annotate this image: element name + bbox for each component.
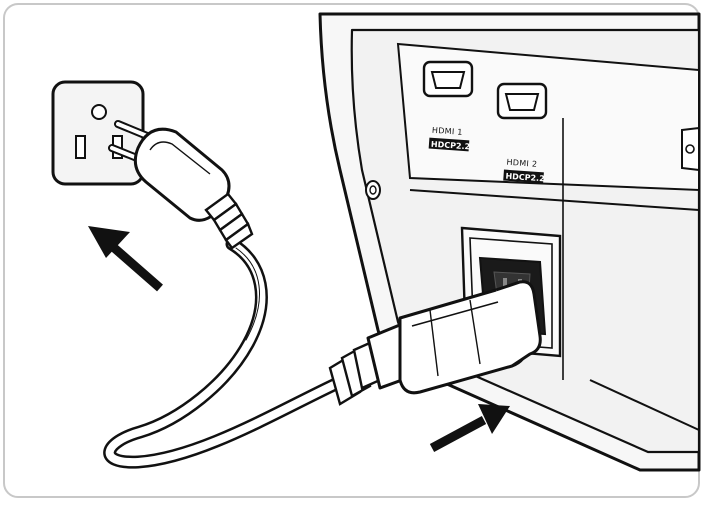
hdmi2-hdcp-badge: HDCP2.2 xyxy=(505,172,545,184)
iec-plug-icon xyxy=(328,280,542,406)
hdmi2-port xyxy=(496,82,548,120)
hdmi1-label-group: HDMI 1 HDCP2.2 xyxy=(428,126,471,152)
arrow-up-right-icon xyxy=(429,404,510,452)
serial-connector-icon xyxy=(681,126,700,172)
arrow-up-left-icon xyxy=(88,226,163,292)
hdmi1-label: HDMI 1 xyxy=(432,126,463,137)
hdmi2-label: HDMI 2 xyxy=(506,158,537,169)
wall-outlet-icon xyxy=(51,80,145,186)
hdmi1-port xyxy=(422,60,474,98)
wall-plug-icon xyxy=(108,120,254,250)
screw-icon xyxy=(365,180,381,200)
hdmi2-label-group: HDMI 2 HDCP2.2 xyxy=(503,158,545,184)
power-cord xyxy=(103,237,347,469)
hdmi1-hdcp-badge: HDCP2.2 xyxy=(431,140,471,152)
